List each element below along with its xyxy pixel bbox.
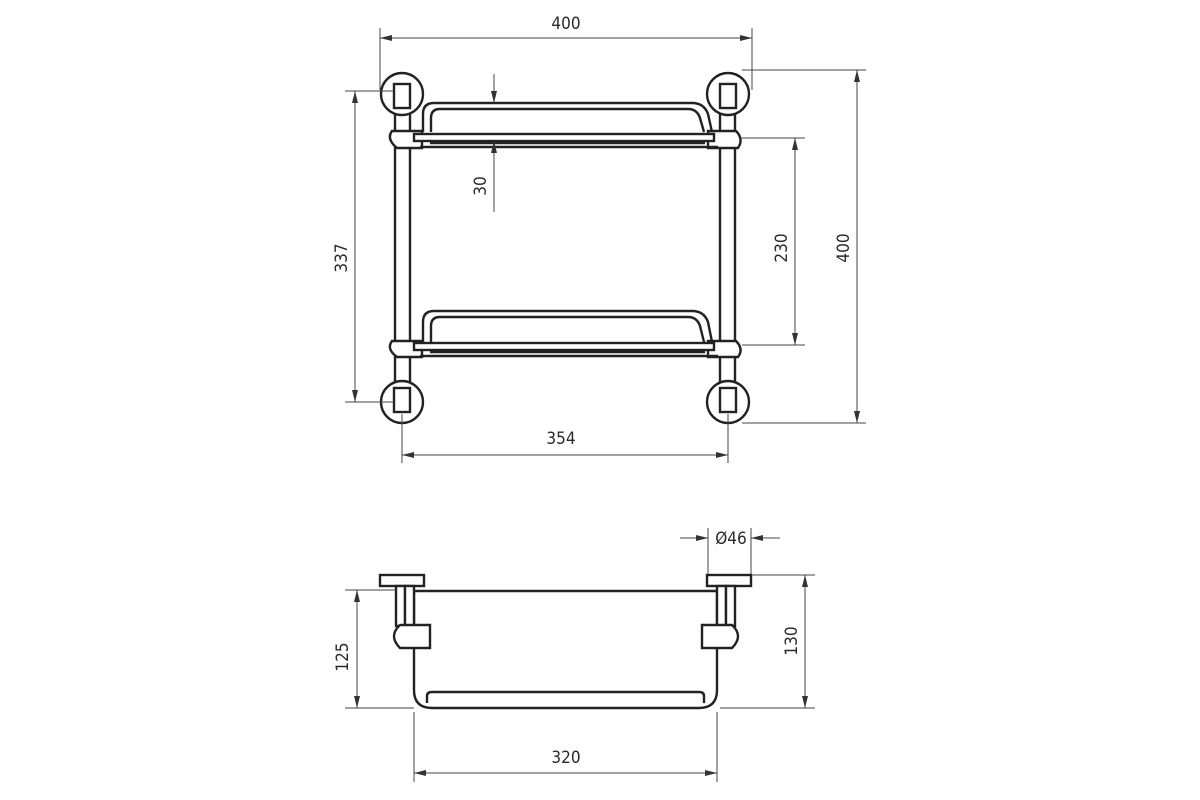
mount-top-right [705, 71, 751, 117]
dimension-mount-height: 337 [332, 90, 394, 403]
dimension-label-depth-shelf: 125 [333, 642, 353, 671]
mount-top-left [379, 71, 425, 117]
dimension-label-shelf-gap: 230 [772, 233, 792, 262]
holder-left [378, 573, 432, 650]
side-view: Ø46 130 125 320 [333, 528, 815, 782]
dimension-depth-total: 130 [720, 574, 815, 709]
basket-outline [412, 589, 719, 710]
dimension-label-shelf-width: 320 [551, 748, 580, 768]
holder-right [700, 573, 753, 650]
lower-shelf [388, 309, 742, 359]
dimension-label-holder-diameter: Ø46 [715, 529, 747, 549]
dimension-label-mount-height: 337 [332, 243, 352, 272]
dimension-label-top-width: 400 [551, 14, 580, 34]
upper-shelf [388, 101, 742, 150]
dimension-holder-diameter: Ø46 [680, 528, 780, 574]
dimension-top-width: 400 [379, 14, 753, 90]
front-view: 400 354 337 230 400 [332, 14, 866, 463]
dimension-label-depth-total: 130 [782, 626, 802, 655]
dimension-shelf-gap: 230 [742, 137, 805, 346]
dimension-total-height: 400 [742, 69, 866, 424]
dimension-depth-shelf: 125 [333, 589, 414, 709]
dimension-label-total-height: 400 [834, 233, 854, 262]
dimension-label-rim-height: 30 [471, 176, 491, 195]
dimension-rail-spacing: 354 [401, 414, 729, 463]
mount-bottom-right [705, 379, 751, 425]
dimension-rim-height: 30 [471, 74, 497, 212]
dimension-shelf-width: 320 [413, 712, 718, 782]
dimension-label-rail-spacing: 354 [546, 429, 575, 449]
